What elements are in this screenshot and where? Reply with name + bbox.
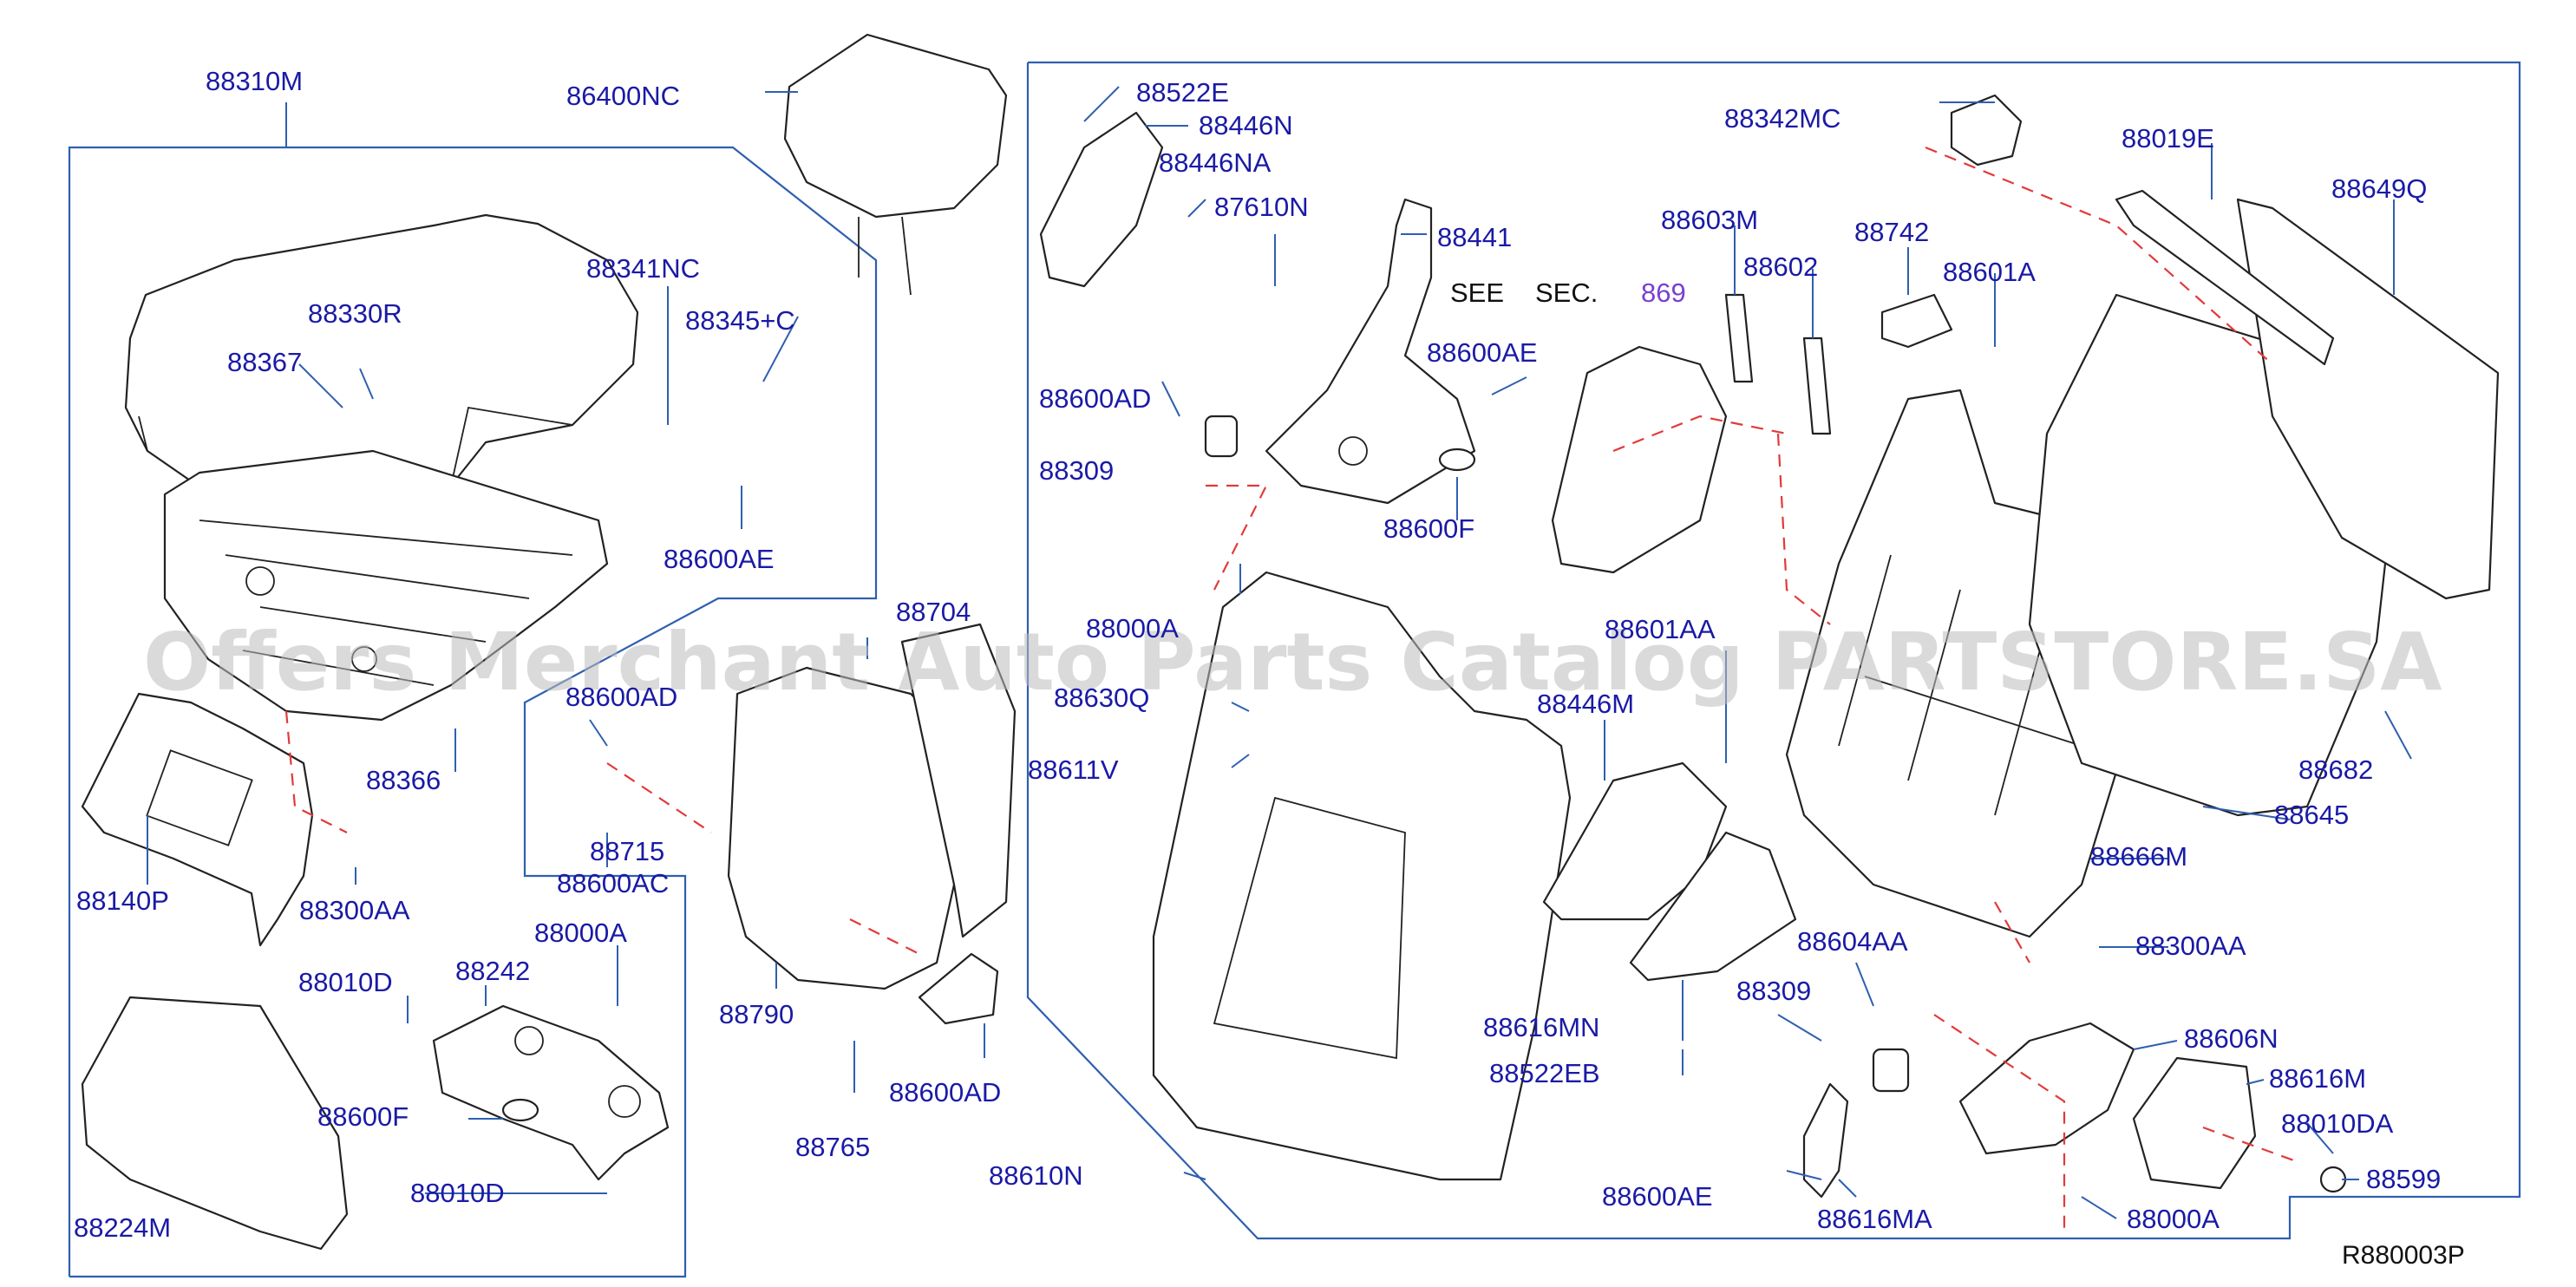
- side-cover-shape: [1551, 345, 1728, 574]
- label-88610N[interactable]: 88610N: [989, 1160, 1083, 1191]
- trim-88446M-shape: [1542, 761, 1728, 921]
- label-88309-b[interactable]: 88309: [1736, 976, 1811, 1006]
- label-88600AE-c[interactable]: 88600AE: [1602, 1181, 1713, 1212]
- label-88000A-a[interactable]: 88000A: [534, 918, 627, 948]
- label-88600F-a[interactable]: 88600F: [317, 1101, 409, 1132]
- label-88599[interactable]: 88599: [2366, 1164, 2441, 1194]
- label-88446N[interactable]: 88446N: [1199, 110, 1293, 140]
- bracket-88019E-shape: [2115, 189, 2335, 366]
- section-link-869[interactable]: 869: [1641, 278, 1686, 308]
- bracket-88242-shape: [432, 1004, 670, 1181]
- label-88300AA-b[interactable]: 88300AA: [2135, 931, 2246, 961]
- cover-88224M-shape: [81, 996, 349, 1251]
- label-88600F-b[interactable]: 88600F: [1383, 513, 1474, 544]
- label-88010D-a[interactable]: 88010D: [298, 967, 393, 997]
- seat-frame-shape: [163, 449, 609, 722]
- label-88367[interactable]: 88367: [227, 347, 302, 377]
- label-88704[interactable]: 88704: [896, 597, 971, 627]
- label-88602[interactable]: 88602: [1743, 252, 1818, 282]
- pad-88309-a-shape: [1204, 415, 1239, 458]
- label-88600AE-a[interactable]: 88600AE: [664, 544, 775, 574]
- label-88715[interactable]: 88715: [590, 836, 664, 866]
- armrest-88790-shape: [727, 666, 956, 990]
- strap-88446N-shape: [1039, 111, 1164, 288]
- label-88603M[interactable]: 88603M: [1661, 205, 1758, 235]
- label-88309-a[interactable]: 88309: [1039, 455, 1114, 486]
- guard-88616M-shape: [2132, 1056, 2257, 1190]
- label-88600AE-b[interactable]: 88600AE: [1427, 337, 1538, 368]
- seatback-88610N-shape: [1152, 571, 1572, 1181]
- guide-88602-shape: [1802, 336, 1832, 435]
- label-88010D-b[interactable]: 88010D: [410, 1178, 505, 1208]
- bracket-88140P-shape: [81, 692, 314, 947]
- label-88000A-c[interactable]: 88000A: [2127, 1204, 2220, 1234]
- label-88616M[interactable]: 88616M: [2269, 1063, 2366, 1094]
- label-88616MA[interactable]: 88616MA: [1817, 1204, 1932, 1234]
- label-87610N[interactable]: 87610N: [1214, 192, 1309, 222]
- label-88441[interactable]: 88441: [1437, 222, 1512, 252]
- armrest-panel-88704-shape: [900, 623, 1017, 938]
- label-88224M[interactable]: 88224M: [74, 1212, 171, 1243]
- group-box-right: [1026, 61, 2521, 1240]
- pad-88309-b-shape: [1872, 1048, 1910, 1093]
- label-88600AD-c[interactable]: 88600AD: [1039, 383, 1151, 414]
- label-88446NA[interactable]: 88446NA: [1159, 147, 1272, 178]
- recliner-88606N-shape: [1958, 1022, 2135, 1155]
- label-88742[interactable]: 88742: [1854, 217, 1929, 247]
- label-88310M[interactable]: 88310M: [206, 66, 303, 96]
- label-88682[interactable]: 88682: [2298, 755, 2373, 785]
- headrest-shape: [783, 33, 1008, 219]
- label-88242[interactable]: 88242: [455, 956, 530, 986]
- label-88341NC[interactable]: 88341NC: [586, 253, 700, 284]
- label-88600AD-b[interactable]: 88600AD: [889, 1077, 1001, 1107]
- label-88601A[interactable]: 88601A: [1943, 257, 2036, 287]
- label-88765[interactable]: 88765: [795, 1132, 870, 1162]
- label-88645[interactable]: 88645: [2274, 800, 2349, 830]
- watermark-text: Offers Merchant Auto Parts Catalog PARTS…: [143, 616, 2442, 709]
- label-88345C[interactable]: 88345+C: [685, 305, 795, 336]
- label-88300AA-a[interactable]: 88300AA: [299, 895, 410, 925]
- guide-88603M-shape: [1724, 293, 1754, 383]
- label-88140P[interactable]: 88140P: [76, 885, 169, 916]
- label-88649Q[interactable]: 88649Q: [2331, 173, 2427, 204]
- pad-88600F-b-shape: [1438, 448, 1476, 472]
- label-88616MN[interactable]: 88616MN: [1483, 1012, 1599, 1042]
- label-88604AA[interactable]: 88604AA: [1797, 926, 1908, 957]
- label-88342MC[interactable]: 88342MC: [1724, 103, 1840, 134]
- label-88666M[interactable]: 88666M: [2090, 841, 2187, 872]
- label-88790[interactable]: 88790: [719, 999, 794, 1029]
- label-88330R[interactable]: 88330R: [308, 298, 402, 329]
- bracket-88765-shape: [918, 952, 999, 1025]
- diagram-code: R880003P: [2342, 1241, 2465, 1270]
- group-box-left: [68, 146, 878, 1278]
- label-88446M[interactable]: 88446M: [1537, 689, 1634, 719]
- see-text: SEE: [1450, 278, 1504, 308]
- label-88522E[interactable]: 88522E: [1136, 77, 1229, 108]
- label-88000A-b[interactable]: 88000A: [1086, 613, 1179, 644]
- label-88601AA[interactable]: 88601AA: [1605, 614, 1716, 644]
- latch-88342MC-shape: [1950, 94, 2023, 167]
- sec-text: SEC.: [1535, 278, 1598, 308]
- label-88010DA[interactable]: 88010DA: [2281, 1108, 2394, 1139]
- label-88600AD-a[interactable]: 88600AD: [566, 682, 677, 712]
- hinge-88441-shape: [1265, 198, 1476, 505]
- label-88522EB[interactable]: 88522EB: [1489, 1058, 1600, 1088]
- label-88630Q[interactable]: 88630Q: [1054, 683, 1149, 713]
- back-board-88649Q-shape: [2236, 198, 2500, 600]
- cap-88599-shape: [2319, 1166, 2347, 1193]
- cover-88742-shape: [1880, 293, 1953, 349]
- label-88611V[interactable]: 88611V: [1028, 755, 1119, 785]
- label-88606N[interactable]: 88606N: [2184, 1023, 2279, 1054]
- label-86400NC[interactable]: 86400NC: [566, 81, 680, 111]
- label-88600AC[interactable]: 88600AC: [557, 868, 669, 898]
- bracket-88616MA-shape: [1802, 1082, 1849, 1199]
- label-88019E[interactable]: 88019E: [2122, 123, 2214, 154]
- label-88366[interactable]: 88366: [366, 765, 441, 795]
- trim-88616MN-shape: [1629, 831, 1797, 982]
